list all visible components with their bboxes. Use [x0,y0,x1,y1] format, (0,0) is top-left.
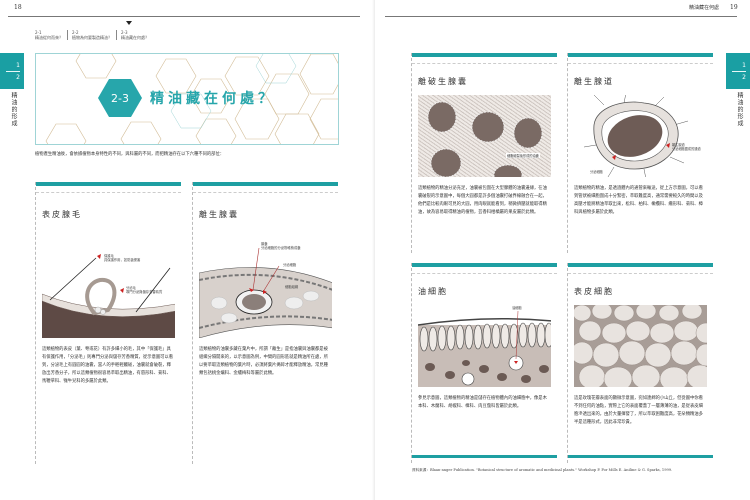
card-top-bar [412,53,557,57]
illustration-label: 分泌毛 專門分泌與儲存芳香精質 [126,286,163,294]
oil-cavity-illustration: 細胞破裂後形成的油囊 [418,95,551,177]
card-title: 表皮腺毛 [42,210,82,219]
illustration-label: 腺囊 分泌細胞的分泌物堆積成囊 [261,242,301,250]
illustration-label: 細胞組織 [285,285,299,289]
right-page: 精油藏在何處 19 1 2 精油的形成 離破生腺囊 [375,0,750,500]
breadcrumb-item[interactable]: 2-1 精油從何而來？ [35,30,63,40]
resin-duct-illustration: 離生腺道 分泌細胞圍成的通道 分泌細胞 [574,95,707,177]
card-schizogenous-duct: 離生腺道 離生腺道 分泌細胞圍成的通道 [567,53,713,253]
page-title: 精油藏在何處？ [150,91,276,107]
card-top-bar [568,53,713,57]
chapter-label: 精油的形成 [10,92,17,127]
breadcrumb-item-current[interactable]: 2-3 精油藏在何處？ [116,30,153,40]
chapter-tab[interactable]: 1 2 [0,53,24,89]
header-rule [8,16,360,17]
oil-cavities-micrograph-icon [427,101,543,177]
divider [193,192,338,193]
leaf-cross-section-diagram-icon [199,247,332,338]
resin-duct-diagram-icon [583,95,689,177]
left-page: 18 2-1 精油從何而來？ 2-2 植物為何要製造精油？ 2-3 精油藏在何處… [0,4,360,464]
intro-paragraph: 植物產生精油後，會依據植物本身特性的不同，與科屬的不同，而把精油存在以下六種不同… [35,152,225,157]
hexagon-pattern-icon [45,54,338,144]
card-title: 離生腺囊 [199,210,239,219]
card-glandular-hairs: 表皮腺毛 保護毛 具保護作用，如防蟲侵害 [35,182,181,464]
running-title: 精油藏在何處 [689,5,720,11]
card-schizolysigenous-cavity: 離破生腺囊 細胞破裂後形成的油囊 這類植物的精油分泌充足，油囊被包圍在大型腺體的… [411,53,557,253]
section-title-banner: 2-3 精油藏在何處？ [35,53,339,145]
divider [6,70,20,72]
illustration-label: 分泌細胞 [590,170,603,174]
card-title: 表皮細胞 [574,287,614,296]
footnote-source: 資料來源：Blaan-anger Publication. "Botanical… [412,468,673,472]
illustration-label: 分泌細胞 [283,263,297,267]
card-body-text: 參見示意圖，這類植物的精油是儲存在植物體內的油細胞中，像是木本科、木蘭科、胡椒科… [418,396,547,409]
illustration-label: 油細胞 [512,306,522,310]
card-schizogenous-cavity: 離生腺囊 腺囊 [192,182,338,464]
breadcrumb-item[interactable]: 2-2 植物為何要製造精油？ [67,30,116,40]
illustration-label: 離生腺道 分泌細胞圍成的通道 [672,143,701,151]
glandular-hair-illustration: 保護毛 具保護作用，如防蟲侵害 分泌毛 專門分泌與儲存芳香精質 [42,228,175,338]
card-title: 離破生腺囊 [418,77,468,86]
illustration-label: 保護毛 具保護作用，如防蟲侵害 [104,254,141,262]
schizogenous-cavity-illustration: 腺囊 分泌細胞的分泌物堆積成囊 分泌細胞 細胞組織 [199,228,332,338]
card-oil-cells: 油細胞 [411,263,557,463]
card-body-text: 這是玫瑰花瓣表面的顯微示意圖，宛如連綿的小山丘，但從圖中你看不到任何的油點，實際… [574,396,703,425]
card-top-bar [36,182,181,186]
divider [412,273,557,274]
card-bottom-bar [568,455,713,458]
divider [732,70,746,72]
card-title: 離生腺道 [574,77,614,86]
page-number: 19 [730,4,738,11]
page-number: 18 [14,4,22,11]
card-title: 油細胞 [418,287,448,296]
card-epidermal-cells: 表皮細胞 這是玫瑰花瓣表面的顯微示意圖，宛如連綿的小山丘，但從圖中你看不 [567,263,713,463]
current-section-marker-icon [126,21,132,25]
divider [568,63,713,64]
breadcrumb: 2-1 精油從何而來？ 2-2 植物為何要製造精油？ 2-3 精油藏在何處？ [35,30,153,40]
divider [36,192,181,193]
rose-petal-micrograph-icon [574,305,707,387]
glandular-hair-diagram-icon [42,254,175,338]
divider [568,273,713,274]
epidermal-cells-illustration [574,305,707,387]
chapter-label: 精油的形成 [736,92,743,127]
card-body-text: 這類植物的油囊多藏在葉片中，所謂「離生」是指油囊與油囊都是被組織分隔開來的，以示… [199,347,328,376]
card-top-bar [568,263,713,267]
chapter-tab[interactable]: 1 2 [726,53,750,89]
oil-cell-tissue-diagram-icon [418,310,551,387]
illustration-label: 細胞破裂後形成的油囊 [506,153,540,158]
oil-cells-illustration: 油細胞 [418,305,551,387]
card-top-bar [193,182,338,186]
card-top-bar [412,263,557,267]
card-body-text: 這類植物的精油分泌充足，油囊被包圍在大型腺體的油囊邊緣，在油囊破裂的示意圖中，每… [418,186,547,215]
card-bottom-bar [412,455,557,458]
header-rule [385,16,737,17]
card-body-text: 這類植物的精油，是透過體內的通管來輸送，從上方示意圖，可以看到管狀被細胞圍成十分… [574,186,703,215]
card-body-text: 這類植物的表皮（葉、萼或花）有許多細小的毛，其中「保護毛」具有保護作用，「分泌毛… [42,347,174,384]
divider [412,63,557,64]
